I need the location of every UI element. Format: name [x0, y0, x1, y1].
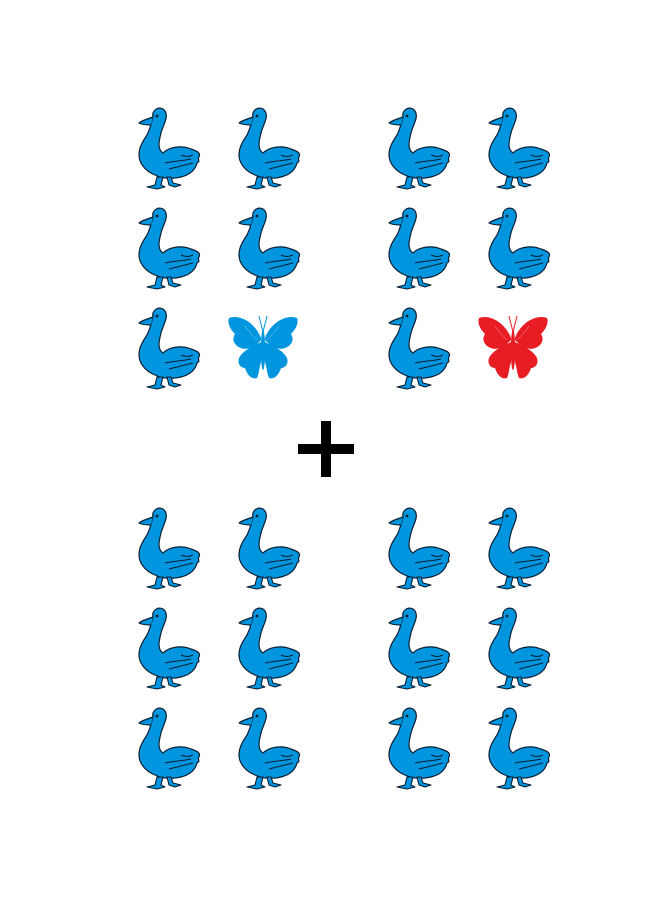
group-bottom-right: [365, 500, 565, 800]
duck-icon: [215, 100, 315, 200]
duck-icon: [465, 500, 565, 600]
duck-icon: [115, 200, 215, 300]
duck-icon: [365, 500, 465, 600]
group-top-right: [365, 100, 565, 400]
duck-icon: [465, 600, 565, 700]
duck-icon: [465, 100, 565, 200]
butterfly-icon: [465, 300, 565, 400]
duck-icon: [465, 200, 565, 300]
duck-icon: [215, 700, 315, 800]
plus-vertical-bar: [321, 421, 331, 477]
duck-icon: [365, 600, 465, 700]
duck-icon: [465, 700, 565, 800]
group-top-left: [115, 100, 315, 400]
duck-icon: [115, 600, 215, 700]
duck-icon: [365, 100, 465, 200]
duck-icon: [365, 300, 465, 400]
duck-icon: [215, 600, 315, 700]
duck-icon: [115, 300, 215, 400]
butterfly-icon: [215, 300, 315, 400]
duck-icon: [115, 100, 215, 200]
duck-icon: [115, 700, 215, 800]
duck-icon: [365, 200, 465, 300]
plus-icon: [298, 421, 354, 477]
duck-icon: [115, 500, 215, 600]
duck-icon: [365, 700, 465, 800]
duck-icon: [215, 500, 315, 600]
group-bottom-left: [115, 500, 315, 800]
duck-icon: [215, 200, 315, 300]
